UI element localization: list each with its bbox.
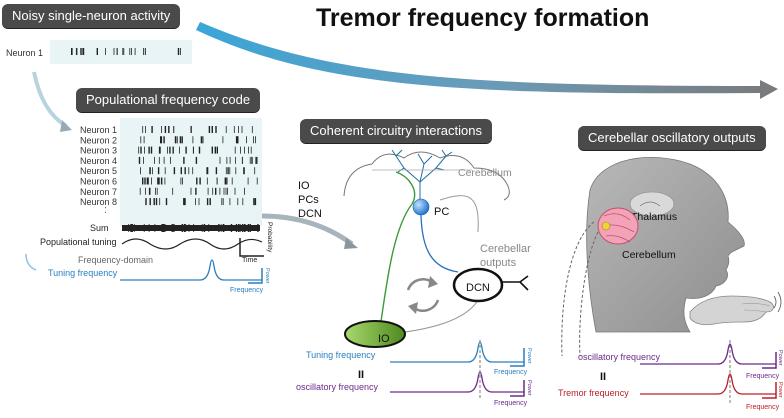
- tuning-frequency-label: Tuning frequency: [48, 268, 118, 278]
- probability-label: Probability: [266, 222, 273, 253]
- circuit-equals-symbol: II: [358, 369, 364, 381]
- circuitry-panel-header: Coherent circuitry interactions: [300, 119, 492, 143]
- circuit-tuning-power-label: Power: [526, 348, 532, 364]
- loop-arrow-bottom: [413, 299, 440, 312]
- population-raster-background: [120, 118, 262, 226]
- population-neuron-label: Neuron 7: [80, 187, 117, 197]
- population-neuron-label: Neuron 3: [80, 146, 117, 156]
- population-raster: [138, 126, 258, 206]
- population-neuron-label: Neuron 1: [80, 125, 117, 135]
- output-oscillatory-frequency-axis-label: Frequency: [746, 373, 780, 380]
- noisy-raster: [70, 48, 181, 55]
- circuit-tuning-frequency-label: Tuning frequency: [306, 350, 376, 360]
- cerebellum-region: [597, 207, 639, 245]
- frequency-domain-arrow: [25, 253, 37, 271]
- pc-soma: [412, 198, 430, 216]
- dcn-output-axon: [502, 275, 529, 291]
- io-label: IO: [378, 333, 390, 345]
- arrow-noisy-to-population-head: [60, 120, 72, 132]
- noisy-neuron-label: Neuron 1: [6, 48, 43, 58]
- population-neuron-label: Neuron 2: [80, 135, 117, 145]
- pc-dendrites: [391, 149, 453, 204]
- cerebellum-label: Cerebellum: [458, 167, 512, 179]
- mossy-fiber: [439, 195, 479, 233]
- circuit-oscillatory-frequency-label: oscillatory frequency: [296, 382, 379, 392]
- population-neuron-label: Neuron 8: [80, 197, 117, 207]
- dashed-output-line-2: [579, 231, 599, 357]
- circuit-tuning-curve: [390, 341, 524, 363]
- tremor-axes: [762, 382, 777, 399]
- arrow-population-to-circuitry: [261, 213, 354, 247]
- sum-label: Sum: [90, 223, 109, 233]
- dashed-output-line: [561, 221, 595, 357]
- populational-tuning-label: Populational tuning: [40, 237, 117, 247]
- circuit-oscillatory-axes: [510, 380, 525, 397]
- dcn-label: DCN: [466, 282, 490, 294]
- tuning-power-label: Power: [264, 268, 270, 284]
- pc-label: PC: [434, 206, 449, 218]
- population-neuron-label: Neuron 4: [80, 156, 117, 166]
- circuit-tuning-frequency-axis-label: Frequency: [494, 369, 528, 376]
- tremor-frequency-curve: [640, 373, 776, 395]
- population-panel-header: Populational frequency code: [76, 88, 261, 112]
- output-oscillatory-power-label: Power: [777, 350, 783, 366]
- cerebellar-outputs-label-1: Cerebellar: [480, 243, 531, 255]
- head-silhouette: [586, 157, 745, 333]
- populational-tuning-wave: [121, 238, 263, 250]
- cerebellum-outline: [343, 151, 510, 201]
- tuning-frequency-curve: [120, 259, 262, 281]
- tremor-frequency-label: Tremor frequency: [558, 388, 629, 398]
- loop-arrow-bottom-head: [408, 302, 418, 314]
- outputs-panel-header: Cerebellar oscillatory outputs: [578, 126, 766, 150]
- hand-fingers: [741, 303, 771, 313]
- frequency-domain-label: Frequency-domain: [78, 255, 153, 265]
- dcn-marker: [601, 221, 611, 231]
- population-neuron-label: Neuron 6: [80, 177, 117, 187]
- circuit-list-dcn: DCN: [298, 208, 322, 220]
- time-label: Time: [242, 257, 257, 264]
- thalamus-detail: [639, 201, 661, 207]
- output-oscillatory-curve: [640, 343, 776, 365]
- dcn-neuron: [452, 267, 504, 303]
- sum-bar: [122, 225, 260, 231]
- output-oscillatory-frequency-label: oscillatory frequency: [578, 352, 661, 362]
- tremor-frequency-axis-label: Frequency: [746, 404, 780, 411]
- arrow-noisy-to-population: [32, 71, 68, 128]
- tremoring-hand: [689, 295, 774, 326]
- io-neuron: [344, 320, 406, 348]
- circuit-tuning-axes: [510, 348, 525, 367]
- thalamus-label: Thalamus: [631, 211, 677, 223]
- head-cerebellum-label: Cerebellum: [622, 249, 676, 261]
- sum-ticks: [128, 224, 259, 232]
- noisy-raster-background: [50, 40, 192, 64]
- probability-time-axes: [239, 238, 264, 257]
- climbing-fiber: [379, 171, 416, 329]
- figure-title: Tremor frequency formation: [316, 4, 650, 32]
- cerebellar-outputs-label-2: outputs: [480, 257, 517, 269]
- output-oscillatory-axes: [762, 352, 777, 369]
- circuit-oscillatory-frequency-axis-label: Frequency: [494, 400, 528, 407]
- tuning-frequency-axis-label: Frequency: [230, 287, 264, 294]
- tremor-power-label: Power: [777, 382, 783, 398]
- population-ellipsis: :: [104, 204, 107, 216]
- loop-arrow-top-head: [428, 276, 438, 288]
- noisy-panel-header: Noisy single-neuron activity: [2, 4, 181, 28]
- circuit-oscillatory-power-label: Power: [526, 380, 532, 396]
- circuit-list-io: IO: [298, 180, 310, 192]
- big-flow-arrow: [196, 22, 778, 99]
- loop-arrow-top: [406, 278, 433, 291]
- arrow-population-to-circuitry-head: [344, 238, 358, 249]
- tremor-marks: [773, 291, 782, 313]
- circuit-list-pcs: PCs: [298, 194, 319, 206]
- tuning-axes: [248, 268, 263, 284]
- thalamus-region: [629, 191, 675, 217]
- output-equals-symbol: II: [600, 371, 606, 383]
- pc-axon: [420, 214, 459, 273]
- population-neuron-label: Neuron 5: [80, 166, 117, 176]
